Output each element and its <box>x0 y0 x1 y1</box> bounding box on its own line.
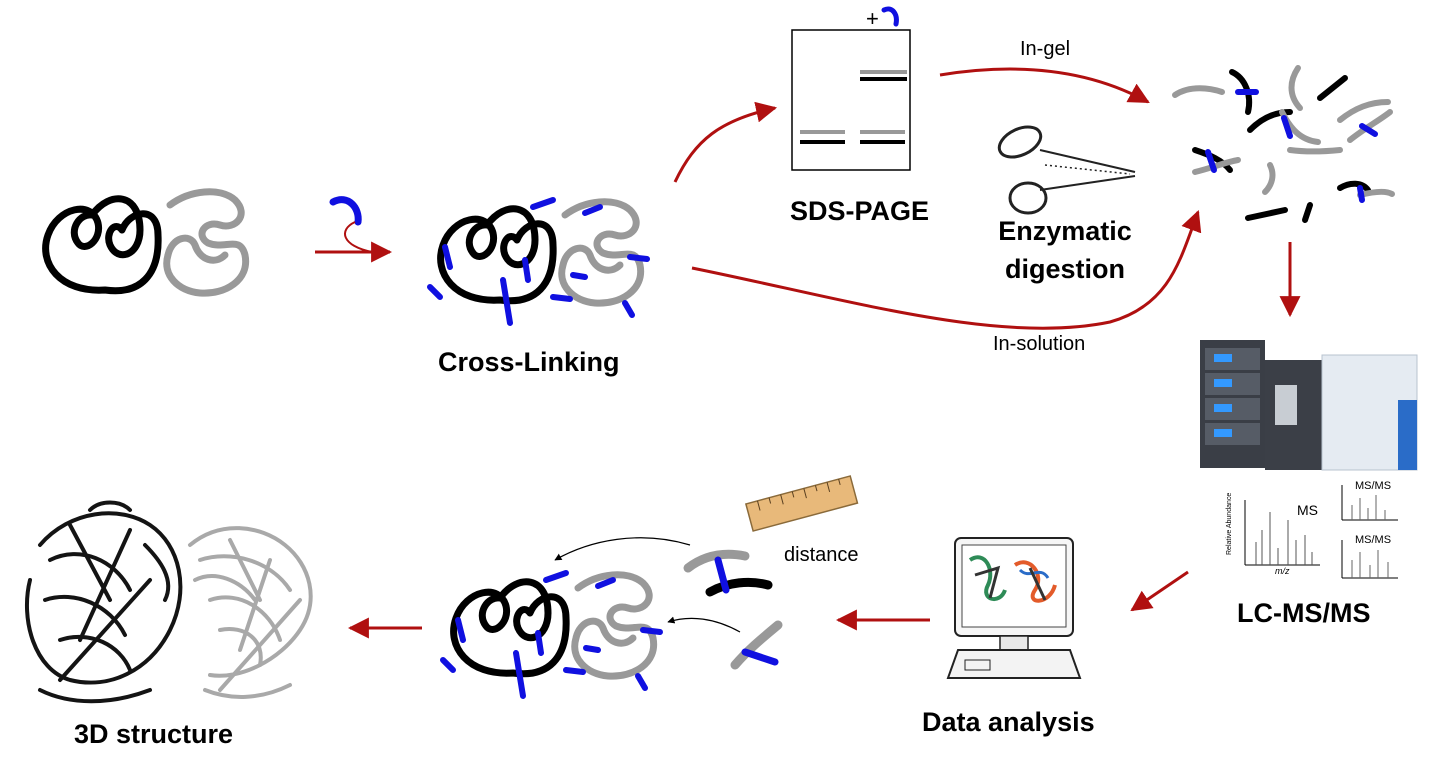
mapping-arrow-bottom <box>667 616 741 633</box>
label-3d-structure: 3D structure <box>74 719 234 749</box>
protein-3d-structure <box>25 500 313 704</box>
label-spectrum-mz: m/z <box>1275 566 1290 576</box>
label-cross-linking: Cross-Linking <box>438 347 620 377</box>
gel-crosslinker-mark <box>881 6 899 27</box>
arrow-to-sds-page <box>673 101 778 183</box>
label-spectrum-ylabel: Relative Abundance <box>1226 492 1233 555</box>
label-in-solution: In-solution <box>993 333 1086 355</box>
mass-spectrometer-icon <box>1200 340 1418 471</box>
label-data-analysis: Data analysis <box>922 707 1095 737</box>
ruler-icon <box>744 475 859 532</box>
label-enzymatic: Enzymatic <box>998 216 1132 246</box>
label-sds-page: SDS-PAGE <box>790 196 930 226</box>
crosslinked-protein-complex <box>427 197 650 326</box>
arrow-in-solution <box>691 210 1202 330</box>
digested-peptides <box>1172 65 1395 223</box>
label-digestion: digestion <box>1005 254 1125 284</box>
label-in-gel: In-gel <box>1020 38 1071 60</box>
reagent-feed-line <box>344 221 373 253</box>
sds-page-gel <box>791 6 911 171</box>
arrow-in-gel <box>939 67 1150 104</box>
spectrum-ms <box>1244 500 1320 566</box>
spectrum-msms-top <box>1341 485 1398 521</box>
arrow-to-data-analysis <box>1130 570 1189 612</box>
mapped-protein-complex <box>440 570 663 699</box>
mapping-arrow-top <box>554 537 691 561</box>
label-spectrum-msms-top: MS/MS <box>1355 480 1392 492</box>
label-spectrum-ms: MS <box>1297 502 1318 518</box>
gel-plus-sign: + <box>866 6 879 31</box>
label-spectrum-msms-bottom: MS/MS <box>1355 534 1392 546</box>
scissors-icon <box>997 125 1136 215</box>
crosslinked-peptide-pairs <box>683 549 783 670</box>
label-lc-msms: LC-MS/MS <box>1237 598 1371 628</box>
crosslinker-reagent-icon <box>329 196 362 226</box>
monitor-icon <box>946 537 1082 679</box>
native-protein-complex <box>46 192 246 293</box>
spectrum-msms-bottom <box>1341 540 1398 579</box>
label-distance: distance <box>784 544 859 566</box>
